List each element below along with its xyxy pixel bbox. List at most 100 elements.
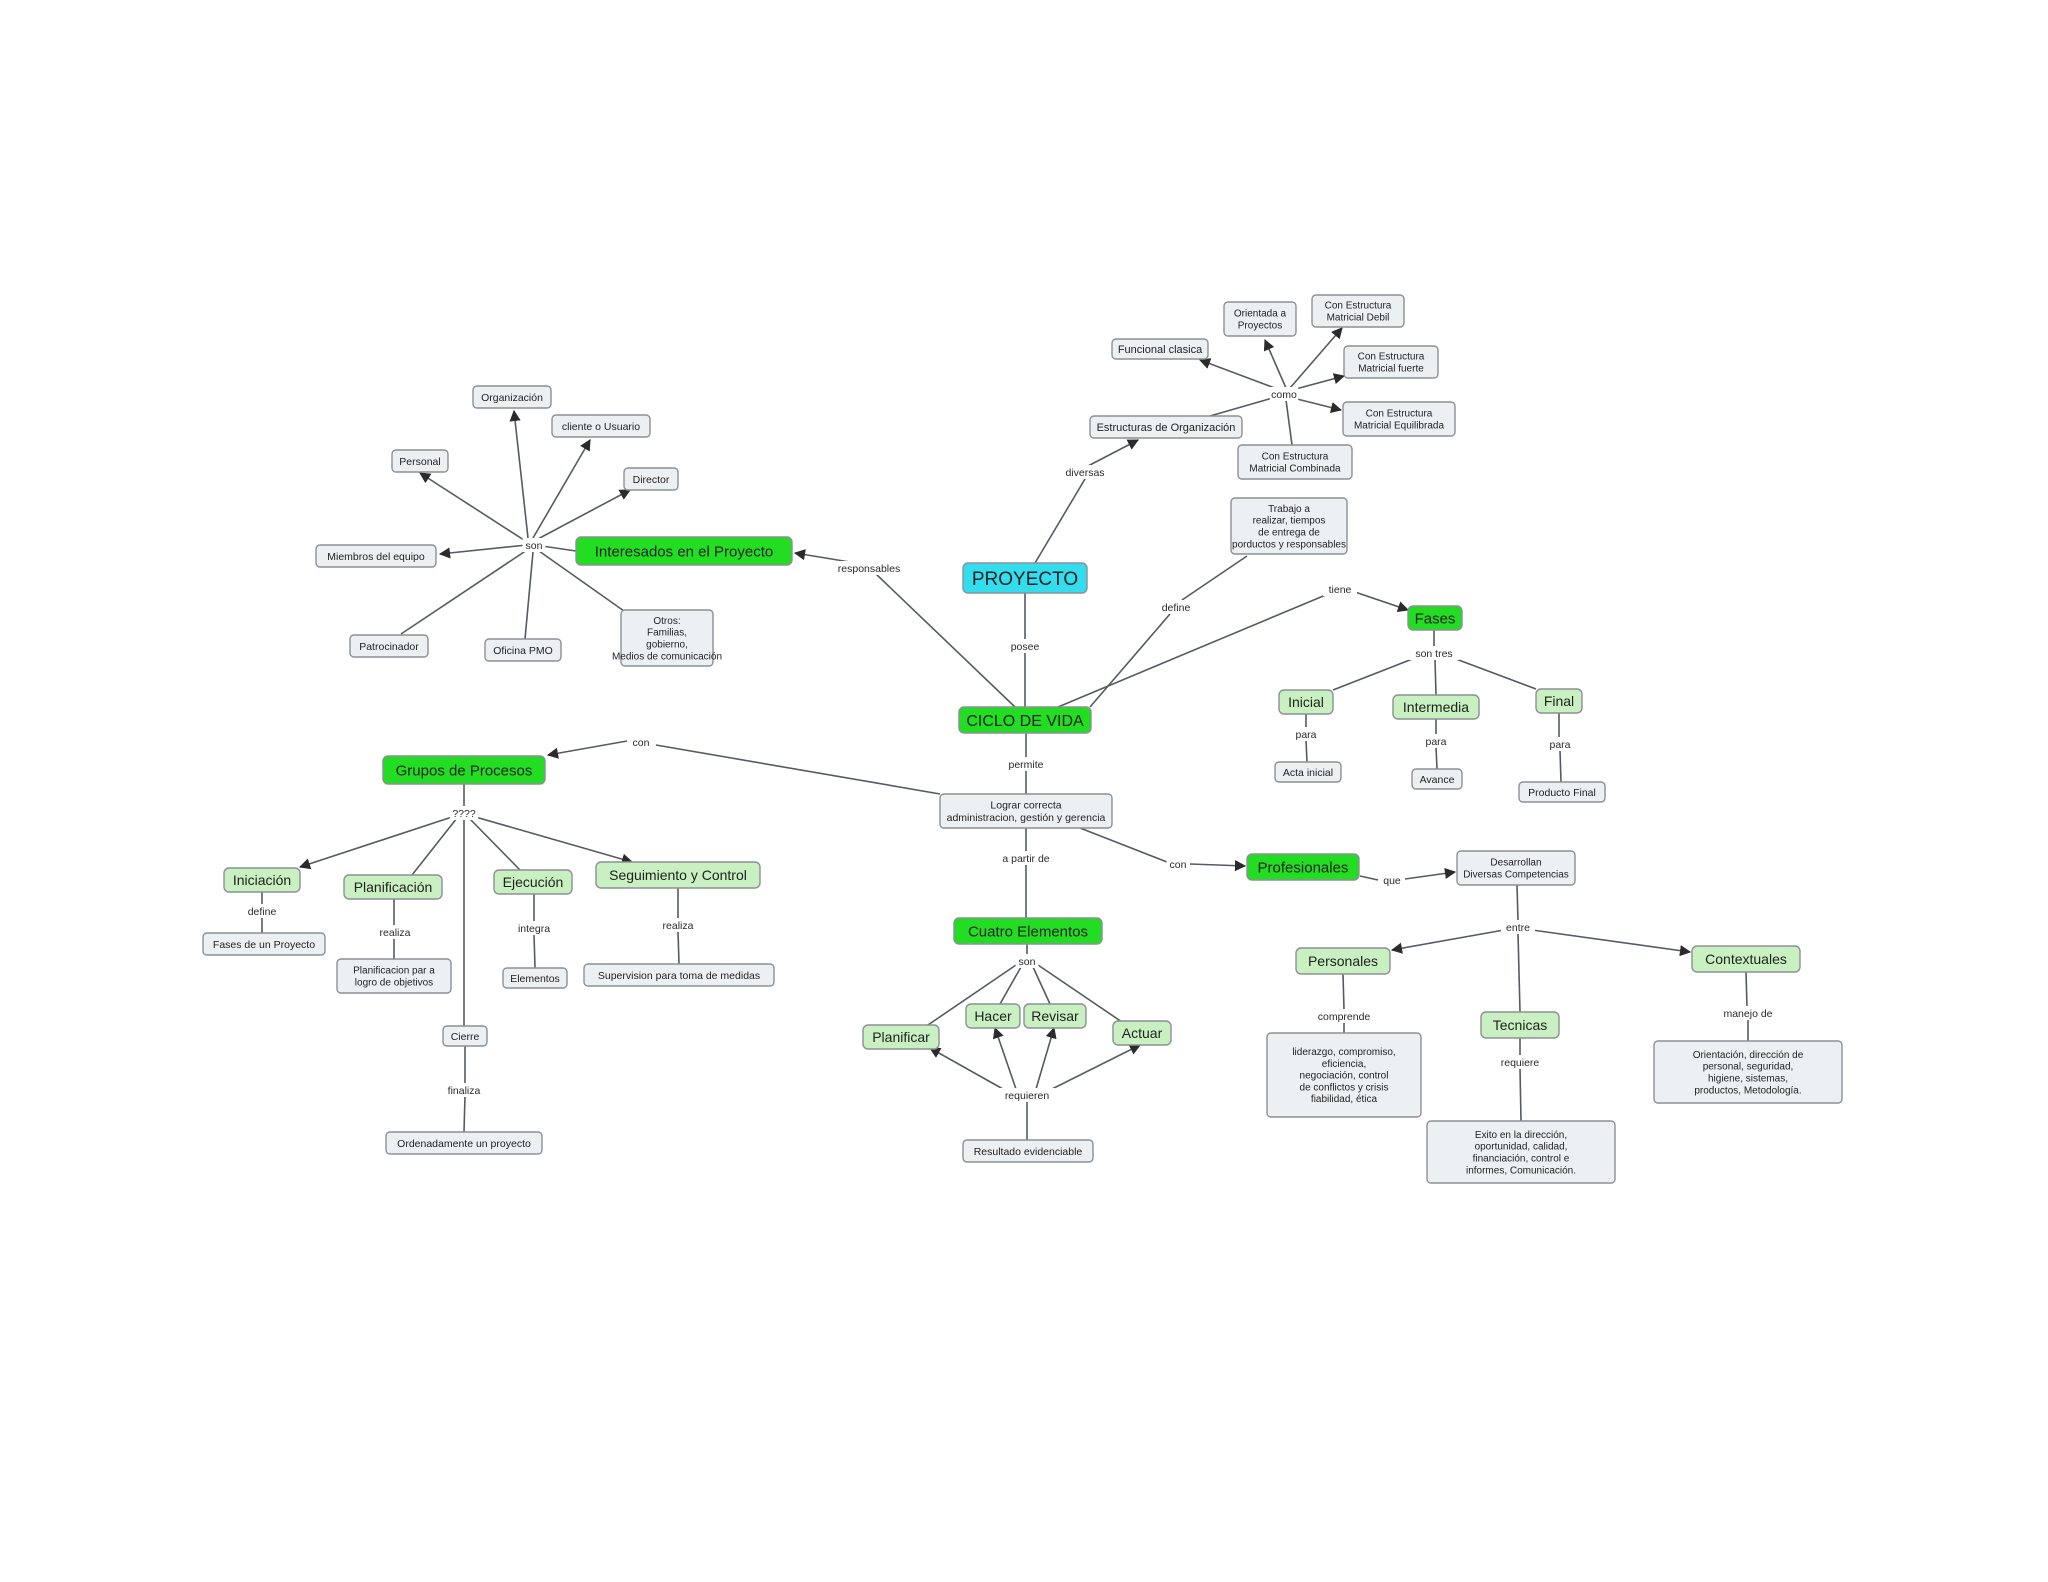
link-label-con-grupos: con — [633, 737, 650, 749]
concept-node-director[interactable]: Director — [623, 467, 679, 491]
concept-nodes: PROYECTO CICLO DE VIDA Interesados en el P… — [202, 294, 1843, 1184]
connector-line — [1359, 875, 1379, 881]
connector-line — [1434, 658, 1437, 696]
node-box — [965, 1003, 1021, 1029]
connector-line — [1519, 1067, 1522, 1122]
link-label-manejo-de: manejo de — [1723, 1008, 1772, 1020]
node-box — [583, 963, 775, 987]
connector-line — [1079, 827, 1168, 863]
node-box — [1223, 301, 1297, 337]
node-label: Grupos de Procesos — [396, 762, 533, 779]
node-label: PROYECTO — [972, 569, 1078, 590]
concept-node-funcional[interactable]: Funcional clasica — [1111, 338, 1209, 360]
concept-node-personal[interactable]: Personal — [391, 449, 449, 473]
connector-line — [1292, 397, 1343, 413]
concept-node-final[interactable]: Final — [1535, 688, 1583, 714]
link-label-bg — [1408, 646, 1460, 660]
link-label-bg — [1003, 757, 1049, 771]
link-label-son: son — [526, 540, 543, 552]
concept-node-revisar[interactable]: Revisar — [1023, 1003, 1087, 1029]
connector-line — [471, 815, 634, 865]
link-label-requiere: requiere — [1501, 1057, 1540, 1069]
concept-node-estructuras[interactable]: Estructuras de Organización — [1089, 415, 1243, 439]
concept-node-contextuales[interactable]: Contextuales — [1691, 945, 1801, 973]
concept-node-hacer[interactable]: Hacer — [965, 1003, 1021, 1029]
concept-node-ejecucion[interactable]: Ejecución — [493, 869, 573, 895]
concept-node-iniciacion[interactable]: Iniciación — [223, 867, 301, 893]
concept-node-acta[interactable]: Acta inicial — [1274, 761, 1342, 783]
node-box — [1426, 1120, 1616, 1184]
concept-node-ordenadamente[interactable]: Ordenadamente un proyecto — [385, 1131, 543, 1155]
concept-node-planificar[interactable]: Planificar — [862, 1024, 940, 1050]
node-label: Patrocinador — [359, 641, 419, 653]
node-box — [1230, 497, 1348, 555]
connector-line — [533, 933, 536, 969]
concept-node-fases[interactable]: Fases — [1407, 605, 1463, 631]
node-box — [1691, 945, 1801, 973]
node-label: Organización — [481, 392, 543, 404]
concept-node-liderazgo[interactable]: liderazgo, compromiso,eficiencia,negocia… — [1266, 1032, 1422, 1118]
concept-node-intermedia[interactable]: Intermedia — [1392, 694, 1480, 720]
concept-node-inicial[interactable]: Inicial — [1278, 689, 1334, 715]
link-label-como: como — [1271, 389, 1297, 401]
concept-node-cliente[interactable]: cliente o Usuario — [551, 414, 651, 438]
concept-node-personales[interactable]: Personales — [1295, 947, 1391, 975]
link-label-integra: integra — [518, 923, 550, 935]
node-box — [1535, 688, 1583, 714]
connector-line — [1559, 749, 1562, 783]
concept-node-grupos[interactable]: Grupos de Procesos — [382, 755, 546, 785]
connector-line — [400, 549, 528, 635]
concept-node-tecnicas[interactable]: Tecnicas — [1480, 1011, 1560, 1039]
concept-node-cierre[interactable]: Cierre — [442, 1025, 488, 1047]
concept-node-exito[interactable]: Exito en la dirección,oportunidad, calid… — [1426, 1120, 1616, 1184]
concept-node-proyecto[interactable]: PROYECTO — [962, 562, 1088, 594]
node-box — [223, 867, 301, 893]
link-label-bg — [1719, 1006, 1777, 1020]
concept-node-fases-proyecto[interactable]: Fases de un Proyecto — [202, 932, 326, 956]
concept-node-seguimiento[interactable]: Seguimiento y Control — [595, 861, 761, 889]
concept-node-patrocinador[interactable]: Patrocinador — [349, 634, 429, 658]
node-label: CICLO DE VIDA — [966, 713, 1084, 730]
link-label-define-iniciacion: define — [248, 906, 277, 918]
concept-node-actuar[interactable]: Actuar — [1112, 1020, 1172, 1046]
concept-node-planificacion[interactable]: Planificación — [343, 874, 443, 900]
concept-node-oficina[interactable]: Oficina PMO — [484, 638, 562, 662]
concept-node-miembros[interactable]: Miembros del equipo — [315, 544, 437, 568]
concept-node-ciclo-vida[interactable]: CICLO DE VIDA — [958, 706, 1092, 734]
node-label: liderazgo, compromiso,eficiencia,negocia… — [1292, 1047, 1395, 1105]
concept-node-elementos[interactable]: Elementos — [502, 967, 568, 989]
node-box — [1023, 1003, 1087, 1029]
concept-node-profesionales[interactable]: Profesionales — [1246, 853, 1360, 881]
link-label-bg — [1059, 465, 1111, 479]
concept-node-supervision[interactable]: Supervision para toma de medidas — [583, 963, 775, 987]
concept-node-producto[interactable]: Producto Final — [1518, 781, 1606, 803]
concept-node-resultado[interactable]: Resultado evidenciable — [962, 1139, 1094, 1163]
node-box — [385, 1131, 543, 1155]
node-box — [1456, 850, 1576, 886]
link-label-permite: permite — [1008, 759, 1043, 771]
node-box — [551, 414, 651, 438]
concept-node-otros[interactable]: Otros:Familias,gobierno,Medios de comuni… — [612, 609, 722, 667]
concept-node-cuatro[interactable]: Cuatro Elementos — [953, 917, 1103, 945]
link-label-para-final: para — [1549, 739, 1570, 751]
concept-node-organizacion[interactable]: Organización — [472, 385, 552, 409]
concept-node-interesados[interactable]: Interesados en el Proyecto — [575, 536, 793, 566]
link-label-bg — [1315, 1009, 1373, 1023]
link-label-tiene: tiene — [1329, 584, 1352, 596]
connector-line — [1745, 971, 1748, 1008]
node-label: Fases — [1415, 610, 1456, 627]
concept-node-avance[interactable]: Avance — [1411, 768, 1463, 790]
